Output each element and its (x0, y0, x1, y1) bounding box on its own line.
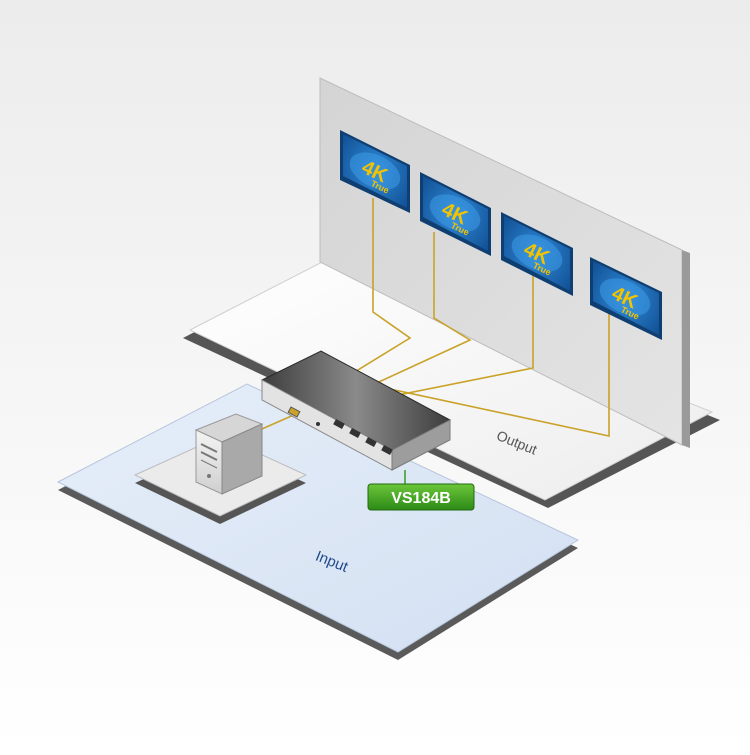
display-1: 4K True (340, 130, 410, 213)
splitter-device (260, 350, 452, 471)
output-wall (319, 77, 690, 448)
display-2: 4K True (420, 172, 491, 256)
hdmi-output-port (349, 428, 361, 438)
device-label: VS184B (391, 490, 451, 507)
hdmi-output-port (333, 419, 345, 429)
pc-tower (133, 413, 308, 524)
hdmi-input-port (287, 406, 301, 418)
device-label-callout: VS184B (367, 470, 475, 511)
hdmi-output-port (365, 437, 377, 447)
display-4: 4K True (590, 257, 662, 340)
display-3: 4K True (501, 212, 573, 296)
hdmi-output-port (381, 445, 393, 455)
